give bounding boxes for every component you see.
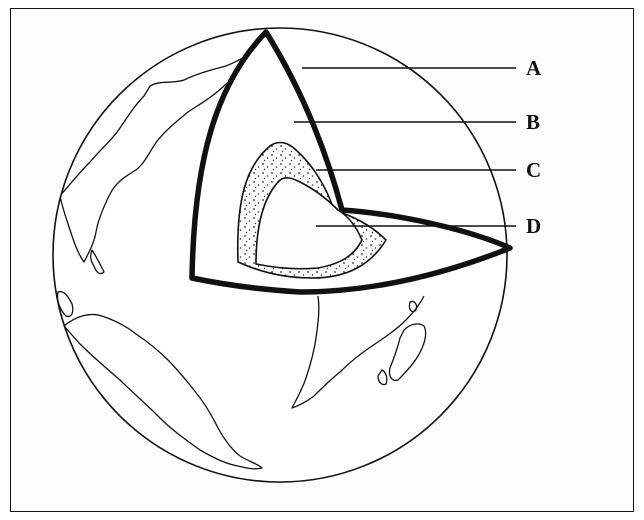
label-a: A [526,56,542,80]
label-c: C [526,158,541,182]
label-d: D [526,214,541,238]
label-b: B [526,110,540,134]
